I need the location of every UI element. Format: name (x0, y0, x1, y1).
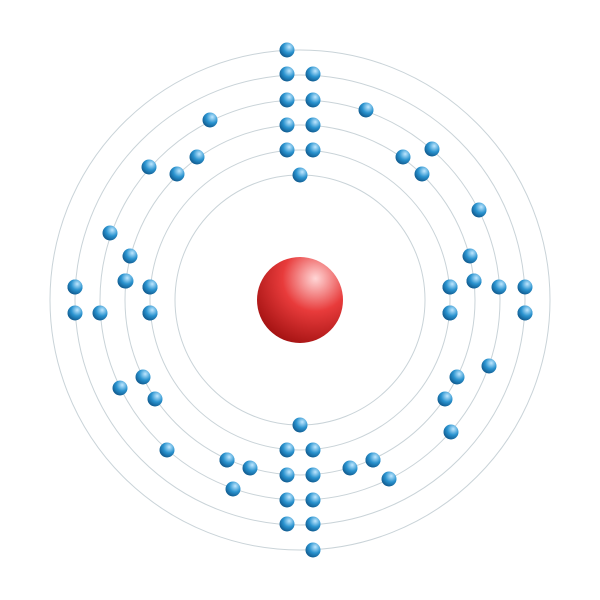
electron-shell-1 (292, 167, 308, 183)
electron-shell-3 (305, 467, 321, 483)
electron-shell-4 (381, 471, 397, 487)
electron-shell-6 (517, 305, 533, 321)
electron-shell-1 (292, 417, 308, 433)
electron-shell-5 (365, 452, 381, 468)
electron-shell-4 (279, 492, 295, 508)
electron-shell-5 (358, 102, 374, 118)
electron-shell-4 (142, 305, 158, 321)
electron-shell-3 (147, 391, 163, 407)
electron-shell-4 (142, 279, 158, 295)
shell-3 (124, 124, 476, 476)
electron-shell-2 (279, 142, 295, 158)
electron-shell-5 (279, 66, 295, 82)
electron-shell-4 (414, 166, 430, 182)
shell-5 (74, 74, 526, 526)
electron-shell-5 (202, 112, 218, 128)
electron-shell-6 (279, 42, 295, 58)
electron-shell-4 (466, 273, 482, 289)
electron-shell-5 (471, 202, 487, 218)
electron-shell-3 (395, 149, 411, 165)
nucleus (257, 257, 343, 343)
electron-shell-2 (305, 142, 321, 158)
electron-shell-6 (305, 542, 321, 558)
electron-shell-5 (67, 305, 83, 321)
electron-shell-5 (141, 159, 157, 175)
electron-shell-4 (305, 492, 321, 508)
electron-shell-6 (67, 279, 83, 295)
electron-shell-3 (437, 391, 453, 407)
shell-6 (49, 49, 551, 551)
electron-shell-5 (279, 516, 295, 532)
electron-shell-2 (279, 442, 295, 458)
electron-shell-3 (305, 117, 321, 133)
electron-shell-3 (462, 248, 478, 264)
electron-shell-3 (135, 369, 151, 385)
electron-shell-3 (279, 117, 295, 133)
electron-shell-5 (424, 141, 440, 157)
shell-2 (149, 149, 451, 451)
electron-shell-3 (122, 248, 138, 264)
electron-shell-4 (117, 273, 133, 289)
electron-shell-3 (449, 369, 465, 385)
electron-shell-4 (491, 279, 507, 295)
electron-shell-5 (517, 279, 533, 295)
electron-shell-5 (305, 516, 321, 532)
electron-shell-3 (189, 149, 205, 165)
electron-shell-4 (112, 380, 128, 396)
electron-shell-2 (305, 442, 321, 458)
electron-shell-4 (443, 424, 459, 440)
electron-shell-5 (159, 442, 175, 458)
electron-shell-5 (305, 66, 321, 82)
electron-shell-3 (242, 460, 258, 476)
electron-shell-4 (279, 92, 295, 108)
electron-shell-4 (225, 481, 241, 497)
electron-shell-5 (102, 225, 118, 241)
electron-shell-3 (279, 467, 295, 483)
electron-shell-5 (481, 358, 497, 374)
electron-shell-3 (442, 305, 458, 321)
electron-shell-3 (342, 460, 358, 476)
electron-shell-3 (442, 279, 458, 295)
electron-shell-4 (305, 92, 321, 108)
electron-shell-5 (219, 452, 235, 468)
shell-4 (99, 99, 501, 501)
electron-shell-4 (92, 305, 108, 321)
electrons (67, 42, 533, 558)
electron-shell-4 (169, 166, 185, 182)
